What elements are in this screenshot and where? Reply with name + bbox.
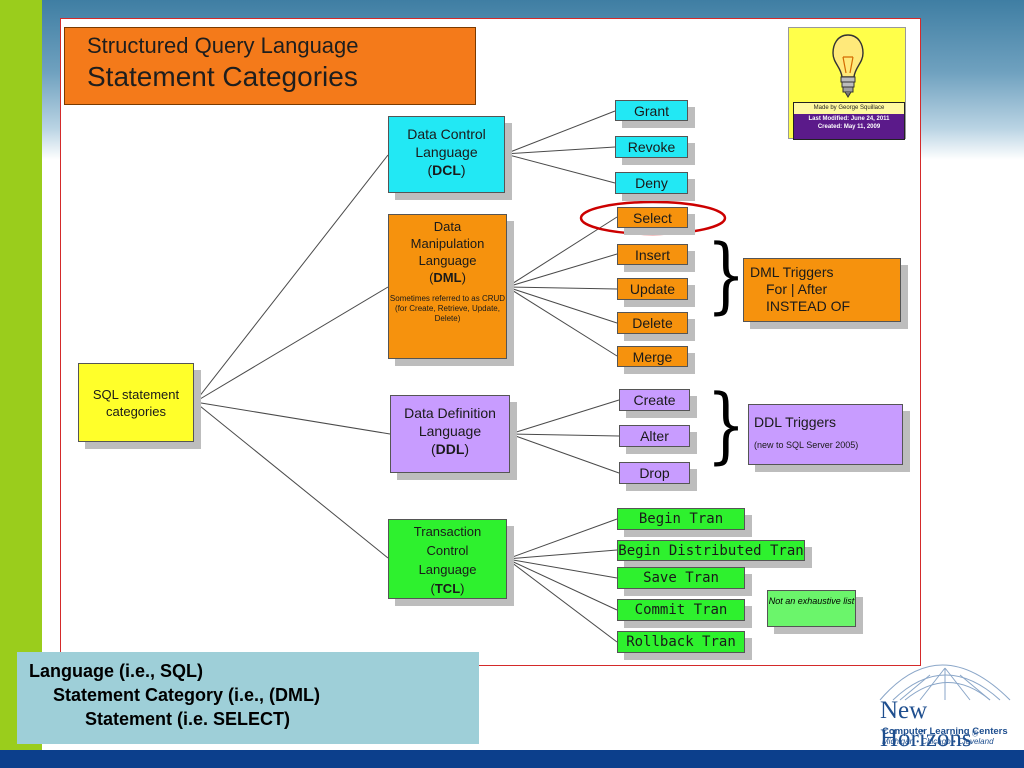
node-dml: Data Manipulation Language (DML) Sometim…: [388, 214, 507, 359]
node-tcl: Transaction Control Language (TCL): [388, 519, 507, 599]
leaf-begin-tran: Begin Tran: [617, 508, 745, 530]
badge-created: Created: May 11, 2009: [817, 124, 881, 130]
dml-line-3: Language: [418, 253, 477, 268]
leaf-rollback-tran-label: Rollback Tran: [626, 634, 736, 650]
node-dcl: Data Control Language (DCL): [388, 116, 505, 193]
legend-line-3: Statement (i.e. SELECT): [85, 709, 291, 729]
leaf-insert: Insert: [617, 244, 688, 265]
tcl-line-1: Transaction: [413, 524, 482, 539]
leaf-drop: Drop: [619, 462, 690, 484]
leaf-merge: Merge: [617, 346, 688, 367]
leaf-create: Create: [619, 389, 690, 411]
leaf-update: Update: [617, 278, 688, 300]
logo-city-2: Chicago: [921, 737, 951, 746]
dml-abbr: DML: [433, 270, 462, 285]
dcl-line-2: Language: [415, 144, 478, 160]
logo-city-3: Cleveland: [957, 737, 994, 746]
leaf-delete: Delete: [617, 312, 688, 334]
leaf-select: Select: [617, 207, 688, 228]
tcl-line-2: Control: [426, 543, 469, 558]
dml-crud-note: Sometimes referred to as CRUD (for Creat…: [389, 294, 506, 323]
leaf-insert-label: Insert: [634, 247, 670, 263]
leaf-grant: Grant: [615, 100, 688, 121]
logo-city-1: Michigan: [882, 737, 915, 746]
tcl-line-3: Language: [418, 562, 477, 577]
dcl-line-1: Data Control: [407, 126, 486, 142]
node-dml-triggers: DML Triggers For | After INSTEAD OF: [743, 258, 901, 322]
title-box: Structured Query Language Statement Cate…: [64, 27, 476, 105]
node-ddl-triggers: DDL Triggers (new to SQL Server 2005): [748, 404, 903, 465]
logo-cities: Michigan • Chicago • Cleveland: [882, 737, 994, 746]
title-line-2: Statement Categories: [87, 61, 358, 92]
leaf-save-tran: Save Tran: [617, 567, 745, 589]
ddl-line-1: Data Definition: [404, 405, 496, 421]
badge-info-band: Made by George Squillace Last Modified: …: [793, 102, 905, 140]
dml-line-2: Manipulation: [410, 236, 485, 251]
node-sql-statement-categories: SQL statement categories: [78, 363, 194, 442]
author-badge: Made by George Squillace Last Modified: …: [788, 27, 906, 140]
legend-line-1: Language (i.e., SQL): [29, 661, 204, 681]
ddl-triggers-title: DDL Triggers: [754, 414, 836, 430]
badge-made-by: Made by George Squillace: [794, 103, 904, 114]
leaf-drop-label: Drop: [639, 465, 670, 481]
leaf-update-label: Update: [629, 281, 676, 297]
leaf-save-tran-label: Save Tran: [643, 570, 719, 586]
logo-separator-2: •: [952, 737, 956, 746]
dml-triggers-for-after: For | After: [766, 281, 828, 297]
leaf-begin-distributed-tran-label: Begin Distributed Tran: [618, 543, 804, 559]
badge-last-modified: Last Modified: June 24, 2011: [808, 116, 890, 122]
leaf-rollback-tran: Rollback Tran: [617, 631, 745, 653]
leaf-merge-label: Merge: [632, 349, 673, 365]
dcl-abbr: DCL: [432, 162, 461, 178]
logo-name: New Horizons: [880, 697, 972, 752]
leaf-alter-label: Alter: [640, 428, 669, 444]
legend-line-2: Statement Category (i.e., (DML): [53, 685, 321, 705]
leaf-revoke-label: Revoke: [627, 139, 676, 155]
logo-reg-mark: ®: [971, 728, 979, 739]
root-label: SQL statement categories: [92, 387, 180, 419]
logo-tagline: Computer Learning Centers: [882, 726, 1008, 737]
new-horizons-logo: New Horizons®: [880, 697, 1024, 753]
leaf-commit-tran: Commit Tran: [617, 599, 745, 621]
leaf-alter: Alter: [619, 425, 690, 447]
legend-box: Language (i.e., SQL) Statement Category …: [17, 652, 479, 744]
dml-triggers-title: DML Triggers: [750, 264, 834, 280]
ddl-abbr: DDL: [435, 441, 465, 457]
leaf-create-label: Create: [633, 392, 676, 408]
ddl-trigger-brace: }: [706, 378, 746, 473]
not-exhaustive-note: Not an exhaustive list: [767, 590, 856, 627]
leaf-revoke: Revoke: [615, 136, 688, 158]
dml-trigger-brace: }: [706, 228, 746, 323]
leaf-delete-label: Delete: [632, 315, 673, 331]
logo-separator-1: •: [916, 737, 920, 746]
ddl-line-2: Language: [418, 423, 482, 439]
dml-triggers-instead-of: INSTEAD OF: [766, 298, 851, 314]
highlight-circle: [579, 200, 727, 236]
tcl-abbr: TCL: [434, 581, 461, 596]
title-line-1: Structured Query Language: [87, 33, 359, 58]
leaf-deny-label: Deny: [635, 175, 668, 191]
leaf-commit-tran-label: Commit Tran: [634, 602, 728, 618]
node-ddl: Data Definition Language (DDL): [390, 395, 510, 473]
leaf-begin-tran-label: Begin Tran: [638, 511, 724, 527]
leaf-begin-distributed-tran: Begin Distributed Tran: [617, 540, 805, 561]
ddl-triggers-note: (new to SQL Server 2005): [754, 440, 859, 450]
dml-line-1: Data: [433, 219, 462, 234]
lightbulb-icon: [832, 34, 864, 98]
not-exhaustive-label: Not an exhaustive list: [768, 596, 855, 606]
leaf-deny: Deny: [615, 172, 688, 194]
globe-icon: [879, 664, 1011, 701]
leaf-grant-label: Grant: [633, 103, 669, 119]
leaf-select-label: Select: [633, 210, 672, 226]
accent-bar: [0, 0, 42, 768]
footer-bar: [0, 750, 1024, 768]
